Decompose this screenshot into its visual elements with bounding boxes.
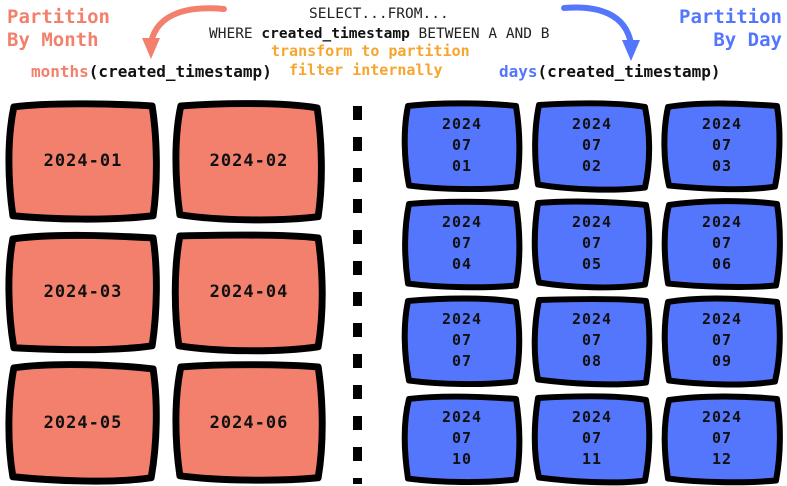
day-partition-box[interactable]: 2024 07 04 bbox=[398, 196, 526, 292]
sql-where-line: WHERE created_timestamp BETWEEN A AND B bbox=[209, 25, 549, 44]
day-partition-box[interactable]: 2024 07 09 bbox=[658, 293, 786, 389]
sql-where-keyword: WHERE bbox=[209, 26, 262, 42]
months-transform-label: months(created_timestamp) bbox=[31, 62, 272, 82]
day-partition-box[interactable]: 2024 07 08 bbox=[528, 293, 656, 389]
left-partition-title: Partition By Month bbox=[7, 6, 110, 51]
months-function-arg: (created_timestamp) bbox=[88, 62, 272, 81]
months-function-name: months bbox=[31, 62, 89, 81]
day-partition-box[interactable]: 2024 07 10 bbox=[398, 391, 526, 486]
month-partition-box[interactable]: 2024-02 bbox=[168, 98, 330, 225]
days-function-name: days bbox=[499, 62, 538, 81]
day-partition-box[interactable]: 2024 07 06 bbox=[658, 196, 786, 292]
curved-arrow-down-left bbox=[142, 5, 227, 59]
days-function-arg: (created_timestamp) bbox=[537, 62, 721, 81]
month-partition-box[interactable]: 2024-06 bbox=[168, 359, 330, 486]
month-partition-box[interactable]: 2024-03 bbox=[2, 229, 164, 356]
day-partition-box[interactable]: 2024 07 07 bbox=[398, 293, 526, 389]
day-partition-box[interactable]: 2024 07 02 bbox=[528, 98, 656, 194]
day-partition-grid: 2024 07 01 2024 07 02 2024 07 03 bbox=[398, 98, 786, 486]
sql-select-line: SELECT...FROM... bbox=[309, 6, 449, 22]
sql-column-name: created_timestamp bbox=[261, 26, 410, 42]
curved-arrow-down-right bbox=[561, 4, 640, 61]
month-partition-box[interactable]: 2024-05 bbox=[2, 359, 164, 486]
month-partition-box[interactable]: 2024-04 bbox=[168, 229, 330, 356]
day-partition-box[interactable]: 2024 07 05 bbox=[528, 196, 656, 292]
note-line-1: transform to partition bbox=[271, 42, 470, 60]
day-partition-box[interactable]: 2024 07 12 bbox=[658, 391, 786, 486]
day-partition-box[interactable]: 2024 07 01 bbox=[398, 98, 526, 194]
day-partition-box[interactable]: 2024 07 11 bbox=[528, 391, 656, 486]
day-partition-box[interactable]: 2024 07 03 bbox=[658, 98, 786, 194]
month-partition-box[interactable]: 2024-01 bbox=[2, 98, 164, 225]
note-line-2: filter internally bbox=[289, 61, 443, 79]
month-partition-grid: 2024-01 2024-02 2024-03 2024-04 2024-05 bbox=[2, 98, 330, 486]
sql-between-clause: BETWEEN A AND B bbox=[409, 26, 550, 42]
days-transform-label: days(created_timestamp) bbox=[499, 62, 721, 82]
vertical-dashed-divider bbox=[353, 106, 362, 484]
right-partition-title: Partition By Day bbox=[679, 6, 782, 51]
